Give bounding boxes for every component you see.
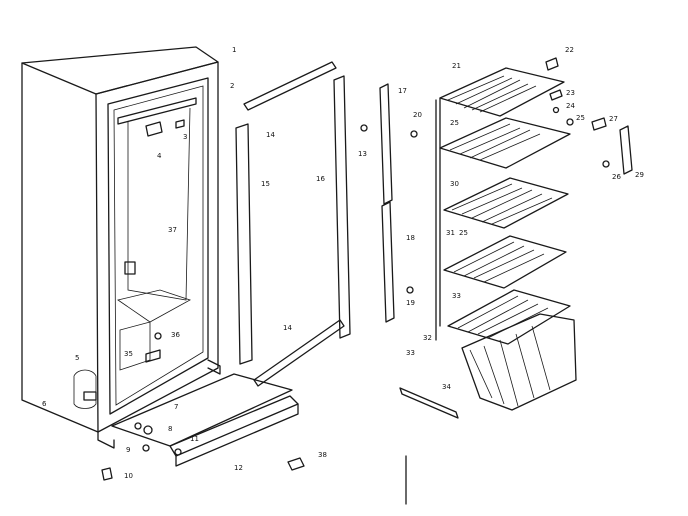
callout-c11: 11 (190, 435, 199, 443)
callout-c4: 4 (157, 152, 162, 160)
callout-c14b: 14 (283, 324, 292, 332)
callout-c38: 38 (318, 451, 327, 459)
callout-c27: 27 (609, 115, 618, 123)
callout-c34: 34 (442, 383, 451, 391)
callout-c15: 15 (261, 180, 270, 188)
callout-c16: 16 (316, 175, 325, 183)
cabinet-shell (21, 46, 221, 449)
callout-c6: 6 (42, 400, 47, 408)
callout-c30: 30 (450, 180, 459, 188)
callout-c21: 21 (452, 62, 461, 70)
callout-c25c: 25 (459, 229, 468, 237)
callout-c2: 2 (230, 82, 234, 90)
callout-c24: 24 (566, 102, 575, 110)
callout-c12: 12 (234, 464, 243, 472)
callout-c3: 3 (183, 133, 187, 141)
callout-c35: 35 (124, 350, 133, 358)
callout-c9: 9 (126, 446, 130, 454)
callout-c18: 18 (406, 234, 415, 242)
callout-c5: 5 (75, 354, 79, 362)
callout-c1: 1 (232, 46, 236, 54)
callout-c25b: 25 (576, 114, 585, 122)
callout-c36: 36 (171, 331, 180, 339)
callout-c23: 23 (566, 89, 575, 97)
callout-c19: 19 (406, 299, 415, 307)
callout-c22: 22 (565, 46, 574, 54)
callout-c17: 17 (398, 87, 407, 95)
callout-c33: 33 (406, 349, 415, 357)
callout-c14: 14 (266, 131, 275, 139)
callout-c8: 8 (168, 425, 172, 433)
callout-c13: 13 (358, 150, 367, 158)
callout-c25: 25 (450, 119, 459, 127)
callout-c31: 31 (446, 229, 455, 237)
callout-c32: 32 (423, 334, 432, 342)
toe-grille-assembly (101, 373, 305, 481)
callout-c37: 37 (168, 226, 177, 234)
trim-strips (235, 61, 414, 387)
callout-c26: 26 (612, 173, 621, 181)
callout-c10: 10 (124, 472, 133, 480)
shelf-stack (399, 57, 633, 419)
callout-c20: 20 (413, 111, 422, 119)
callout-c33b: 33 (452, 292, 461, 300)
callout-c29: 29 (635, 171, 644, 179)
callout-c7: 7 (174, 403, 178, 411)
